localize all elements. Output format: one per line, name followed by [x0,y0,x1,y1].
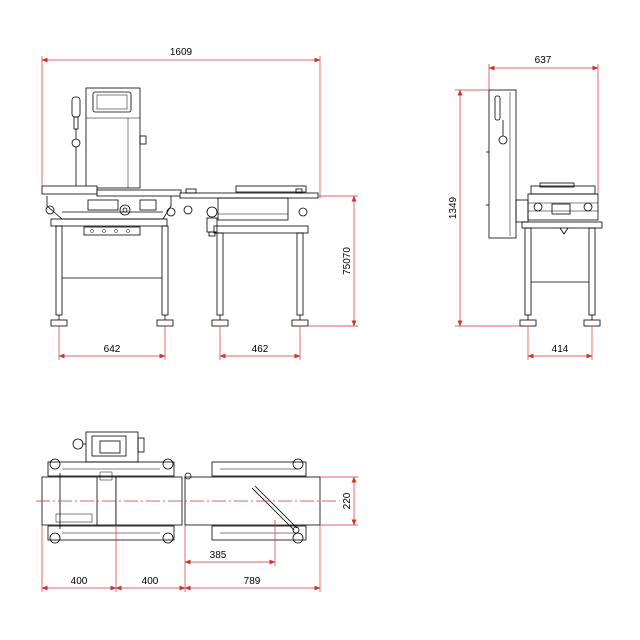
conveyor-leg-span-label: 462 [252,344,269,355]
section-2-length-label: 400 [142,576,159,587]
reject-offset-label: 385 [210,550,227,561]
dimensions [36,56,599,592]
overall-length-label: 1609 [170,47,193,58]
side-width-label: 637 [535,55,552,66]
side-leg-span-label: 414 [552,344,569,355]
top-view [41,431,321,544]
infeed-leg-span-label: 642 [104,344,121,355]
side-height-label: 1349 [448,196,459,219]
side-view [486,89,603,327]
section-1-length-label: 400 [71,576,88,587]
belt-width-label: 220 [342,492,353,509]
section-3-length-label: 789 [244,576,261,587]
conveyor-height-label: 75070 [342,247,353,275]
front-view [41,87,319,327]
